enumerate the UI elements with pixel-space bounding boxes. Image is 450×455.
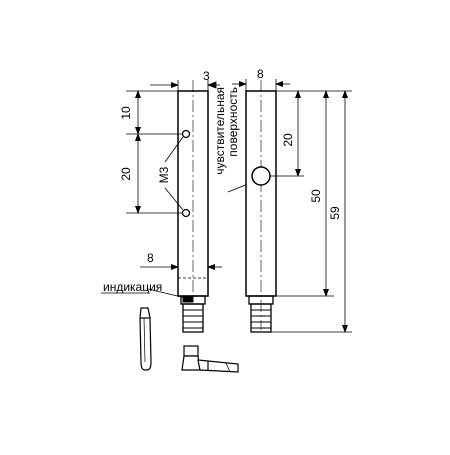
dim-hole-offset: 10 — [119, 106, 133, 120]
led-indicator — [182, 296, 194, 303]
dim-length-total: 59 — [328, 206, 342, 220]
sensing-surface-circle — [251, 166, 271, 186]
dim-front-width: 8 — [257, 67, 264, 81]
sensing-surface-label-2: поверхность — [226, 87, 240, 157]
side-connector-thread — [182, 303, 204, 333]
dim-side-width: 3 — [203, 69, 210, 83]
straight-plug-sketch — [139, 307, 152, 371]
indication-label: индикация — [103, 280, 162, 294]
dim-length-body: 50 — [309, 189, 323, 203]
mounting-hole-lower — [181, 208, 191, 218]
side-dimensions — [126, 80, 222, 300]
dim-hole-spacing: 20 — [119, 167, 133, 181]
dim-lower-width: 8 — [147, 251, 154, 265]
mounting-hole-upper — [181, 129, 191, 139]
front-connector-thread — [250, 303, 272, 333]
sensing-surface-label-1: чувствительная — [213, 87, 227, 175]
angled-plug-sketch — [181, 345, 239, 373]
dim-sensing-offset: 20 — [281, 133, 295, 147]
front-view — [245, 80, 277, 333]
thread-label: М3 — [157, 166, 171, 183]
side-view — [177, 80, 209, 333]
front-dimensions — [232, 79, 352, 333]
